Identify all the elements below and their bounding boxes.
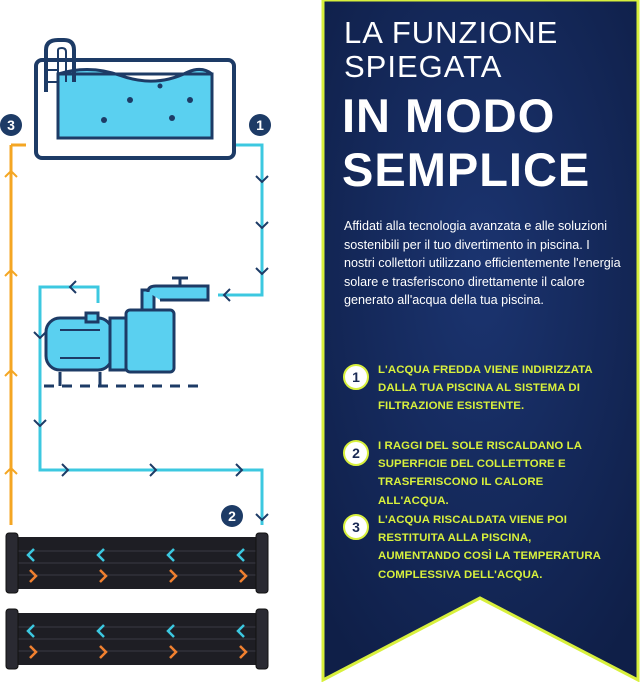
flow-arrows [33, 175, 269, 522]
solar-collector-bottom [5, 608, 269, 670]
step-number-2: 2 [343, 440, 369, 466]
intro-paragraph: Affidati alla tecnologia avanzata e alle… [344, 219, 621, 308]
cold-supply-pipe [38, 143, 264, 525]
pump-icon [44, 276, 210, 388]
step-text-1: L'ACQUA FREDDA VIENE INDIRIZZATA DALLA T… [378, 364, 593, 413]
diagram-marker-1: 1 [249, 114, 271, 136]
diagram-marker-2: 2 [221, 505, 243, 527]
step-text-2: I RAGGI DEL SOLE RISCALDANO LA SUPERFICI… [378, 440, 582, 507]
title-line-3: IN MODO [342, 89, 556, 142]
step-number-1: 1 [343, 364, 369, 390]
step-number-3: 3 [343, 514, 369, 540]
pool-icon [34, 38, 236, 160]
title-line-2: SPIEGATA [344, 49, 503, 84]
hot-return-pipe [4, 143, 26, 525]
step-text-3: L'ACQUA RISCALDATA VIENE POI RESTITUITA … [378, 514, 601, 581]
diagram-marker-3: 3 [0, 114, 22, 136]
title-line-4: SEMPLICE [342, 143, 591, 196]
title-line-1: LA FUNZIONE [344, 15, 559, 50]
info-panel-background [321, 0, 640, 682]
solar-heating-diagram [4, 38, 269, 670]
solar-collector-top [5, 532, 269, 594]
